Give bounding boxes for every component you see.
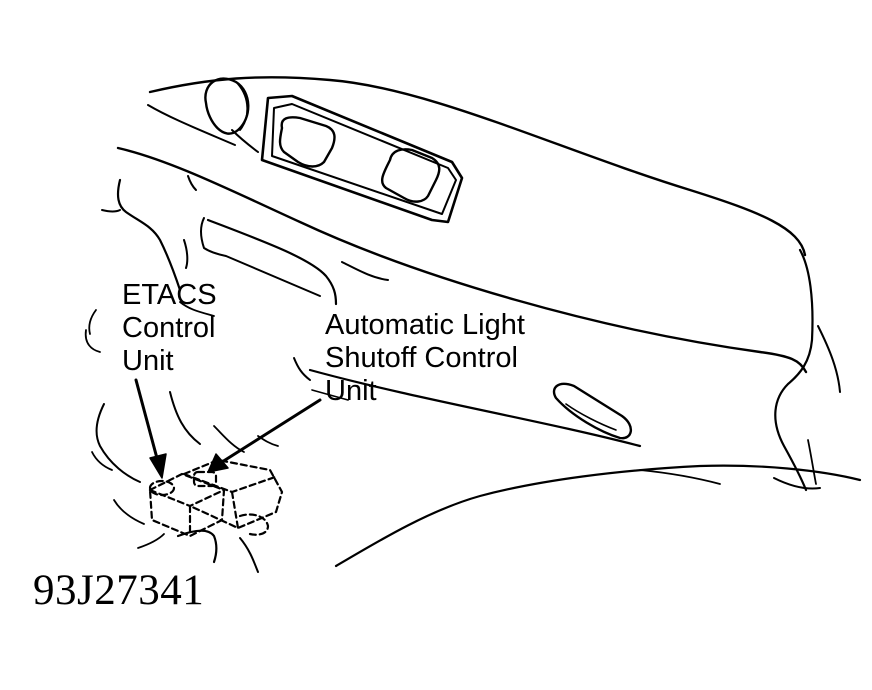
dash-right-end <box>775 250 812 490</box>
switch-panel-bezel <box>262 96 462 222</box>
etacs-control-unit-label: ETACS Control Unit <box>122 279 217 378</box>
floor-contour <box>336 466 860 566</box>
switch-blank-right <box>382 149 439 201</box>
auto-light-arrowhead <box>208 454 228 472</box>
knee-panel <box>310 370 640 446</box>
switch-blank-left <box>280 117 334 166</box>
handle-recess <box>554 384 631 438</box>
etacs-leader-line <box>136 380 158 462</box>
dashboard-upper-panel <box>148 105 235 145</box>
round-vent <box>205 79 248 134</box>
etacs-label-line-2: Control <box>122 312 216 344</box>
etacs-control-unit <box>150 474 224 536</box>
etacs-label-line-3: Unit <box>122 345 174 377</box>
glovebox-edge <box>208 220 336 304</box>
auto-light-label-line-3: Unit <box>325 375 377 407</box>
auto-light-leader-line <box>222 400 320 462</box>
auto-light-shutoff-label: Automatic Light Shutoff Control Unit <box>325 309 525 408</box>
auto-light-shutoff-unit <box>184 460 282 535</box>
dashboard-top-edge <box>150 77 805 255</box>
figure-id: 93J27341 <box>33 567 205 614</box>
auto-light-label-line-1: Automatic Light <box>325 309 525 341</box>
etacs-arrowhead <box>150 454 166 478</box>
mounting-bracket <box>178 531 216 562</box>
etacs-label-line-1: ETACS <box>122 279 217 311</box>
auto-light-label-line-2: Shutoff Control <box>325 342 518 374</box>
dash-lower-lip <box>118 148 806 372</box>
